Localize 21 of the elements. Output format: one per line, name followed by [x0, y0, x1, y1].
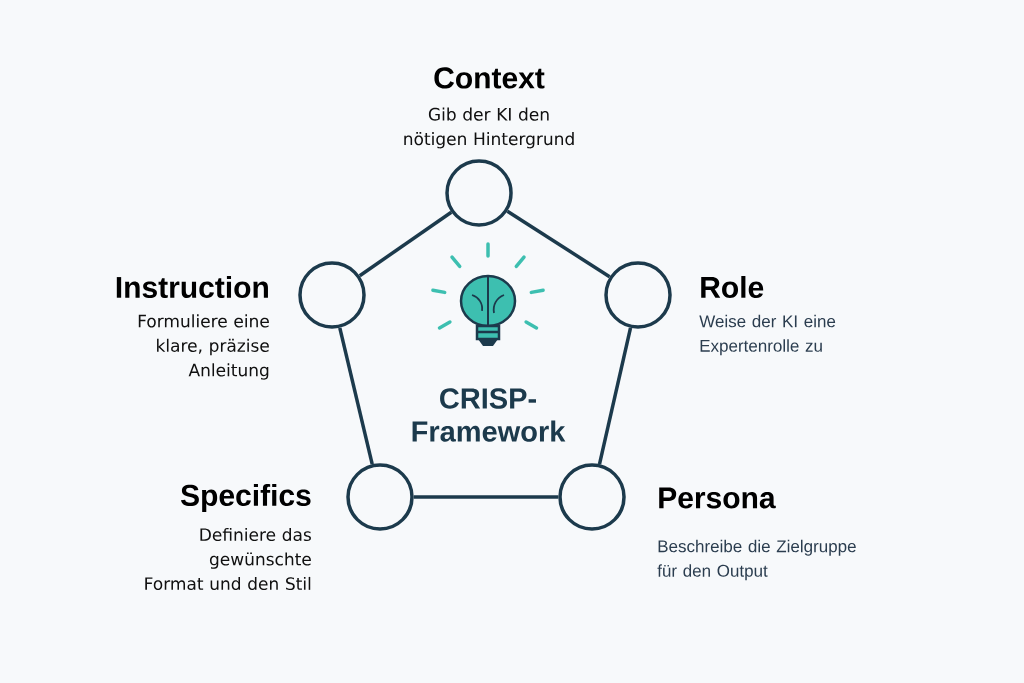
step-description: Weise der KI eine Expertenrolle zu: [699, 314, 836, 356]
ring-circle: [346, 463, 414, 531]
step-title: Instruction: [116, 276, 268, 298]
step-description: Beschreibe die Zielgruppe für den Output: [657, 539, 856, 581]
step-title: Specifics: [180, 484, 311, 512]
step-description: Definiere das gewünschte Format und den Stil: [145, 527, 311, 591]
ring-circle: [298, 261, 366, 329]
step-title: Persona: [659, 487, 776, 509]
center-title: CRISP- Framework: [412, 388, 566, 442]
connector-line: [506, 209, 611, 279]
connector-line: [597, 327, 633, 465]
ring-circle: [604, 261, 672, 329]
ring-circle: [445, 159, 513, 227]
step-title: Context: [434, 67, 545, 89]
step-description: Formuliere eine klare, präzise Anleitung: [138, 314, 269, 380]
connector-line: [338, 327, 374, 465]
connector-line: [358, 210, 453, 278]
step-description: Gib der KI den nötigen Hintergrund: [404, 107, 574, 149]
ring-circle: [558, 463, 626, 531]
step-title: Role: [701, 276, 764, 298]
connector-line: [413, 495, 559, 499]
